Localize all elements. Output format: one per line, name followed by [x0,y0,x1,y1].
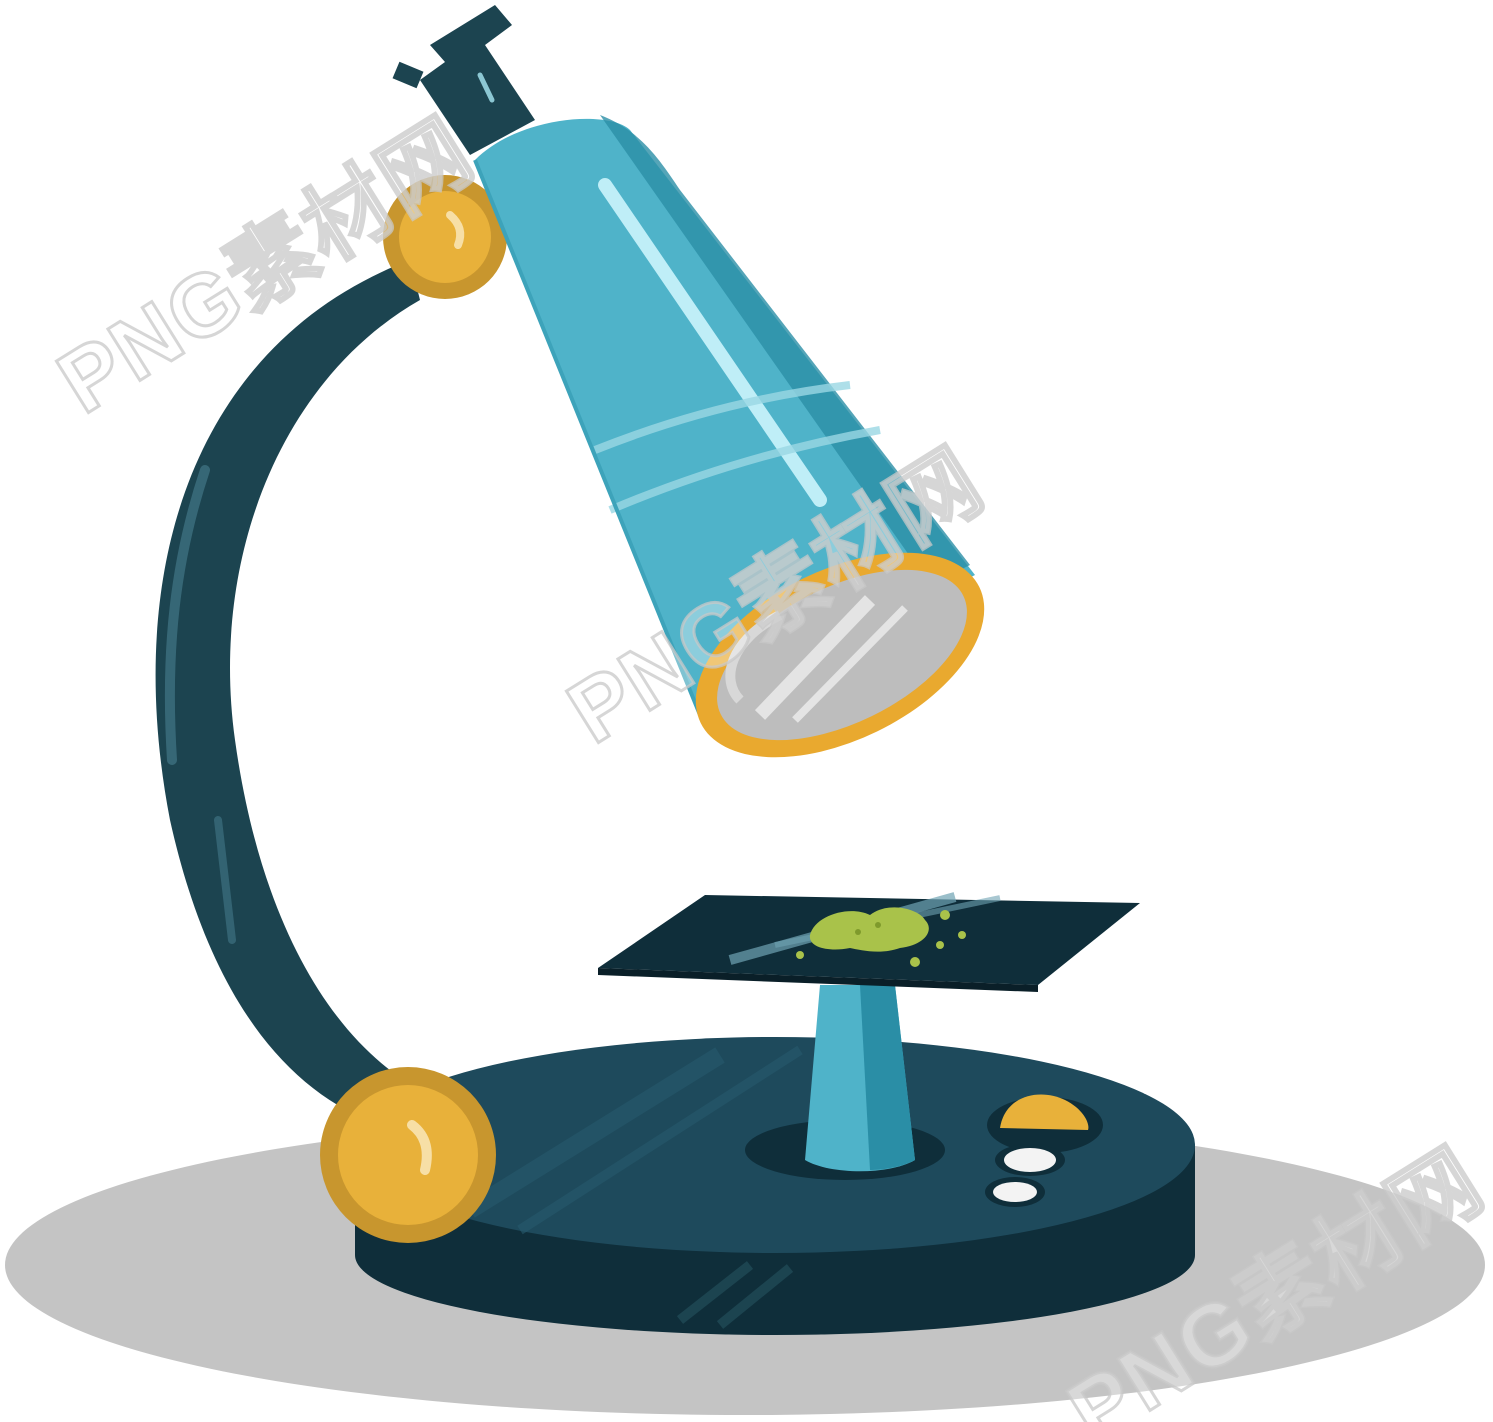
white-button-upper [1004,1148,1056,1172]
yellow-dome-button [1000,1094,1089,1130]
specimen-sample [809,907,929,952]
microscope-arm [155,260,420,1130]
white-button-lower [993,1182,1037,1202]
eyepiece [420,5,535,155]
